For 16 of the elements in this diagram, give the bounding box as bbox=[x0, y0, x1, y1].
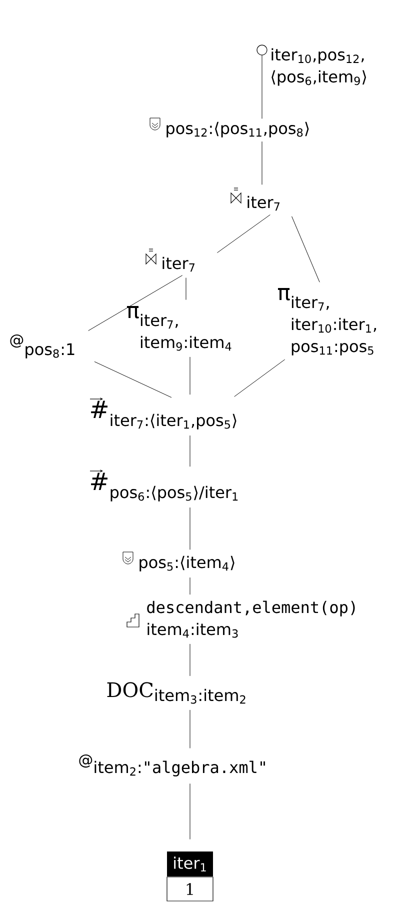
operator-label: iter$_{10}$,pos$_{12}$, ⟨pos$_{6}$,item$_{9}$⟩ bbox=[272, 48, 366, 86]
tree-edge bbox=[216, 214, 270, 253]
operator-label: # pos$_{6}$:⟨pos$_{5}$⟩/iter$_{1}$ bbox=[90, 469, 238, 502]
operator-label: pos$_{5}$:⟨item$_{4}$⟩ bbox=[140, 556, 234, 572]
tree-edge bbox=[94, 361, 172, 398]
tree-edge bbox=[88, 275, 183, 331]
table-cell: 1 bbox=[166, 876, 214, 902]
operator-label: @ item$_{2}$: "algebra.xml" bbox=[79, 754, 265, 776]
tree-edge bbox=[292, 216, 320, 282]
operator-label: pos$_{12}$:⟨pos$_{11}$,pos$_{8}$⟩ bbox=[166, 122, 309, 138]
table-header: iter$_{1}$ bbox=[167, 852, 213, 876]
operator-label: iter$_{7}$ bbox=[248, 196, 280, 211]
operator-label: @ pos$_{8}$:1 bbox=[10, 334, 74, 358]
operator-label: descendant,element(op) item$_{4}$:item$_{3}$ bbox=[147, 600, 355, 638]
tree-edge bbox=[234, 359, 286, 397]
operator-label: iter$_{7}$ bbox=[162, 256, 194, 272]
